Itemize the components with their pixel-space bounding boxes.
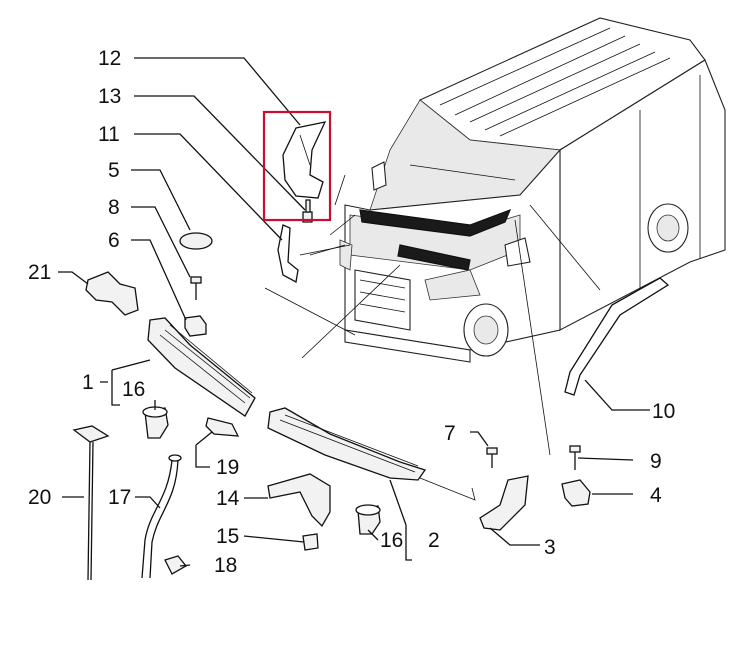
callout-5: 5: [108, 159, 120, 182]
part-21-bracket: [85, 271, 139, 316]
callout-10: 10: [652, 400, 675, 423]
part-16-clip-left: [142, 406, 169, 439]
callout-16-right: 16: [380, 529, 403, 552]
part-6-block: [184, 315, 207, 337]
callout-19: 19: [216, 456, 239, 479]
callout-16-left: 16: [122, 378, 145, 401]
callout-4: 4: [650, 484, 662, 507]
part-20-rod: [72, 425, 110, 581]
callout-numbers: 12 13 11 5 8 6 21 1 16 19 20 17 18 14 15…: [28, 47, 675, 577]
callout-1: 1: [82, 371, 94, 394]
callout-7: 7: [444, 422, 456, 445]
callout-2: 2: [428, 529, 440, 552]
callout-13: 13: [98, 85, 121, 108]
van-illustration: [299, 17, 726, 363]
front-wheel: [463, 303, 509, 357]
part-15-screw: [302, 533, 319, 551]
callout-11: 11: [98, 123, 120, 146]
leader-lines: [58, 57, 650, 567]
callout-20: 20: [28, 486, 51, 509]
part-19-block: [205, 417, 240, 437]
callout-17: 17: [108, 486, 131, 509]
part-16-clip-right: [355, 504, 381, 535]
part-13-clip: [302, 199, 313, 223]
part-10-seal: [564, 277, 670, 396]
part-17-hose: [141, 454, 182, 579]
part-9-screw: [569, 445, 581, 470]
callout-9: 9: [650, 450, 662, 473]
part-5-pad: [179, 232, 213, 250]
part-12-cover: [282, 121, 327, 199]
callout-18: 18: [214, 554, 237, 577]
highlight-box: [262, 110, 332, 222]
part-4-bracket: [561, 479, 591, 507]
callout-6: 6: [108, 229, 120, 252]
part-11-seal: [277, 224, 299, 284]
callout-3: 3: [544, 536, 556, 559]
part-1-cowl-left: [147, 317, 256, 417]
callout-8: 8: [108, 196, 120, 219]
callout-21: 21: [28, 261, 51, 284]
rear-wheel: [647, 203, 689, 253]
part-14-bracket: [267, 473, 331, 528]
part-18-clip: [164, 555, 187, 575]
callout-15: 15: [216, 525, 239, 548]
callout-12: 12: [98, 47, 121, 70]
callout-14: 14: [216, 487, 240, 510]
part-2-cowl-right: [267, 407, 427, 481]
part-3-bracket: [479, 475, 529, 531]
part-8-screw: [190, 276, 202, 300]
part-7-screw: [486, 447, 498, 468]
van-pointer-lines: [264, 204, 601, 501]
